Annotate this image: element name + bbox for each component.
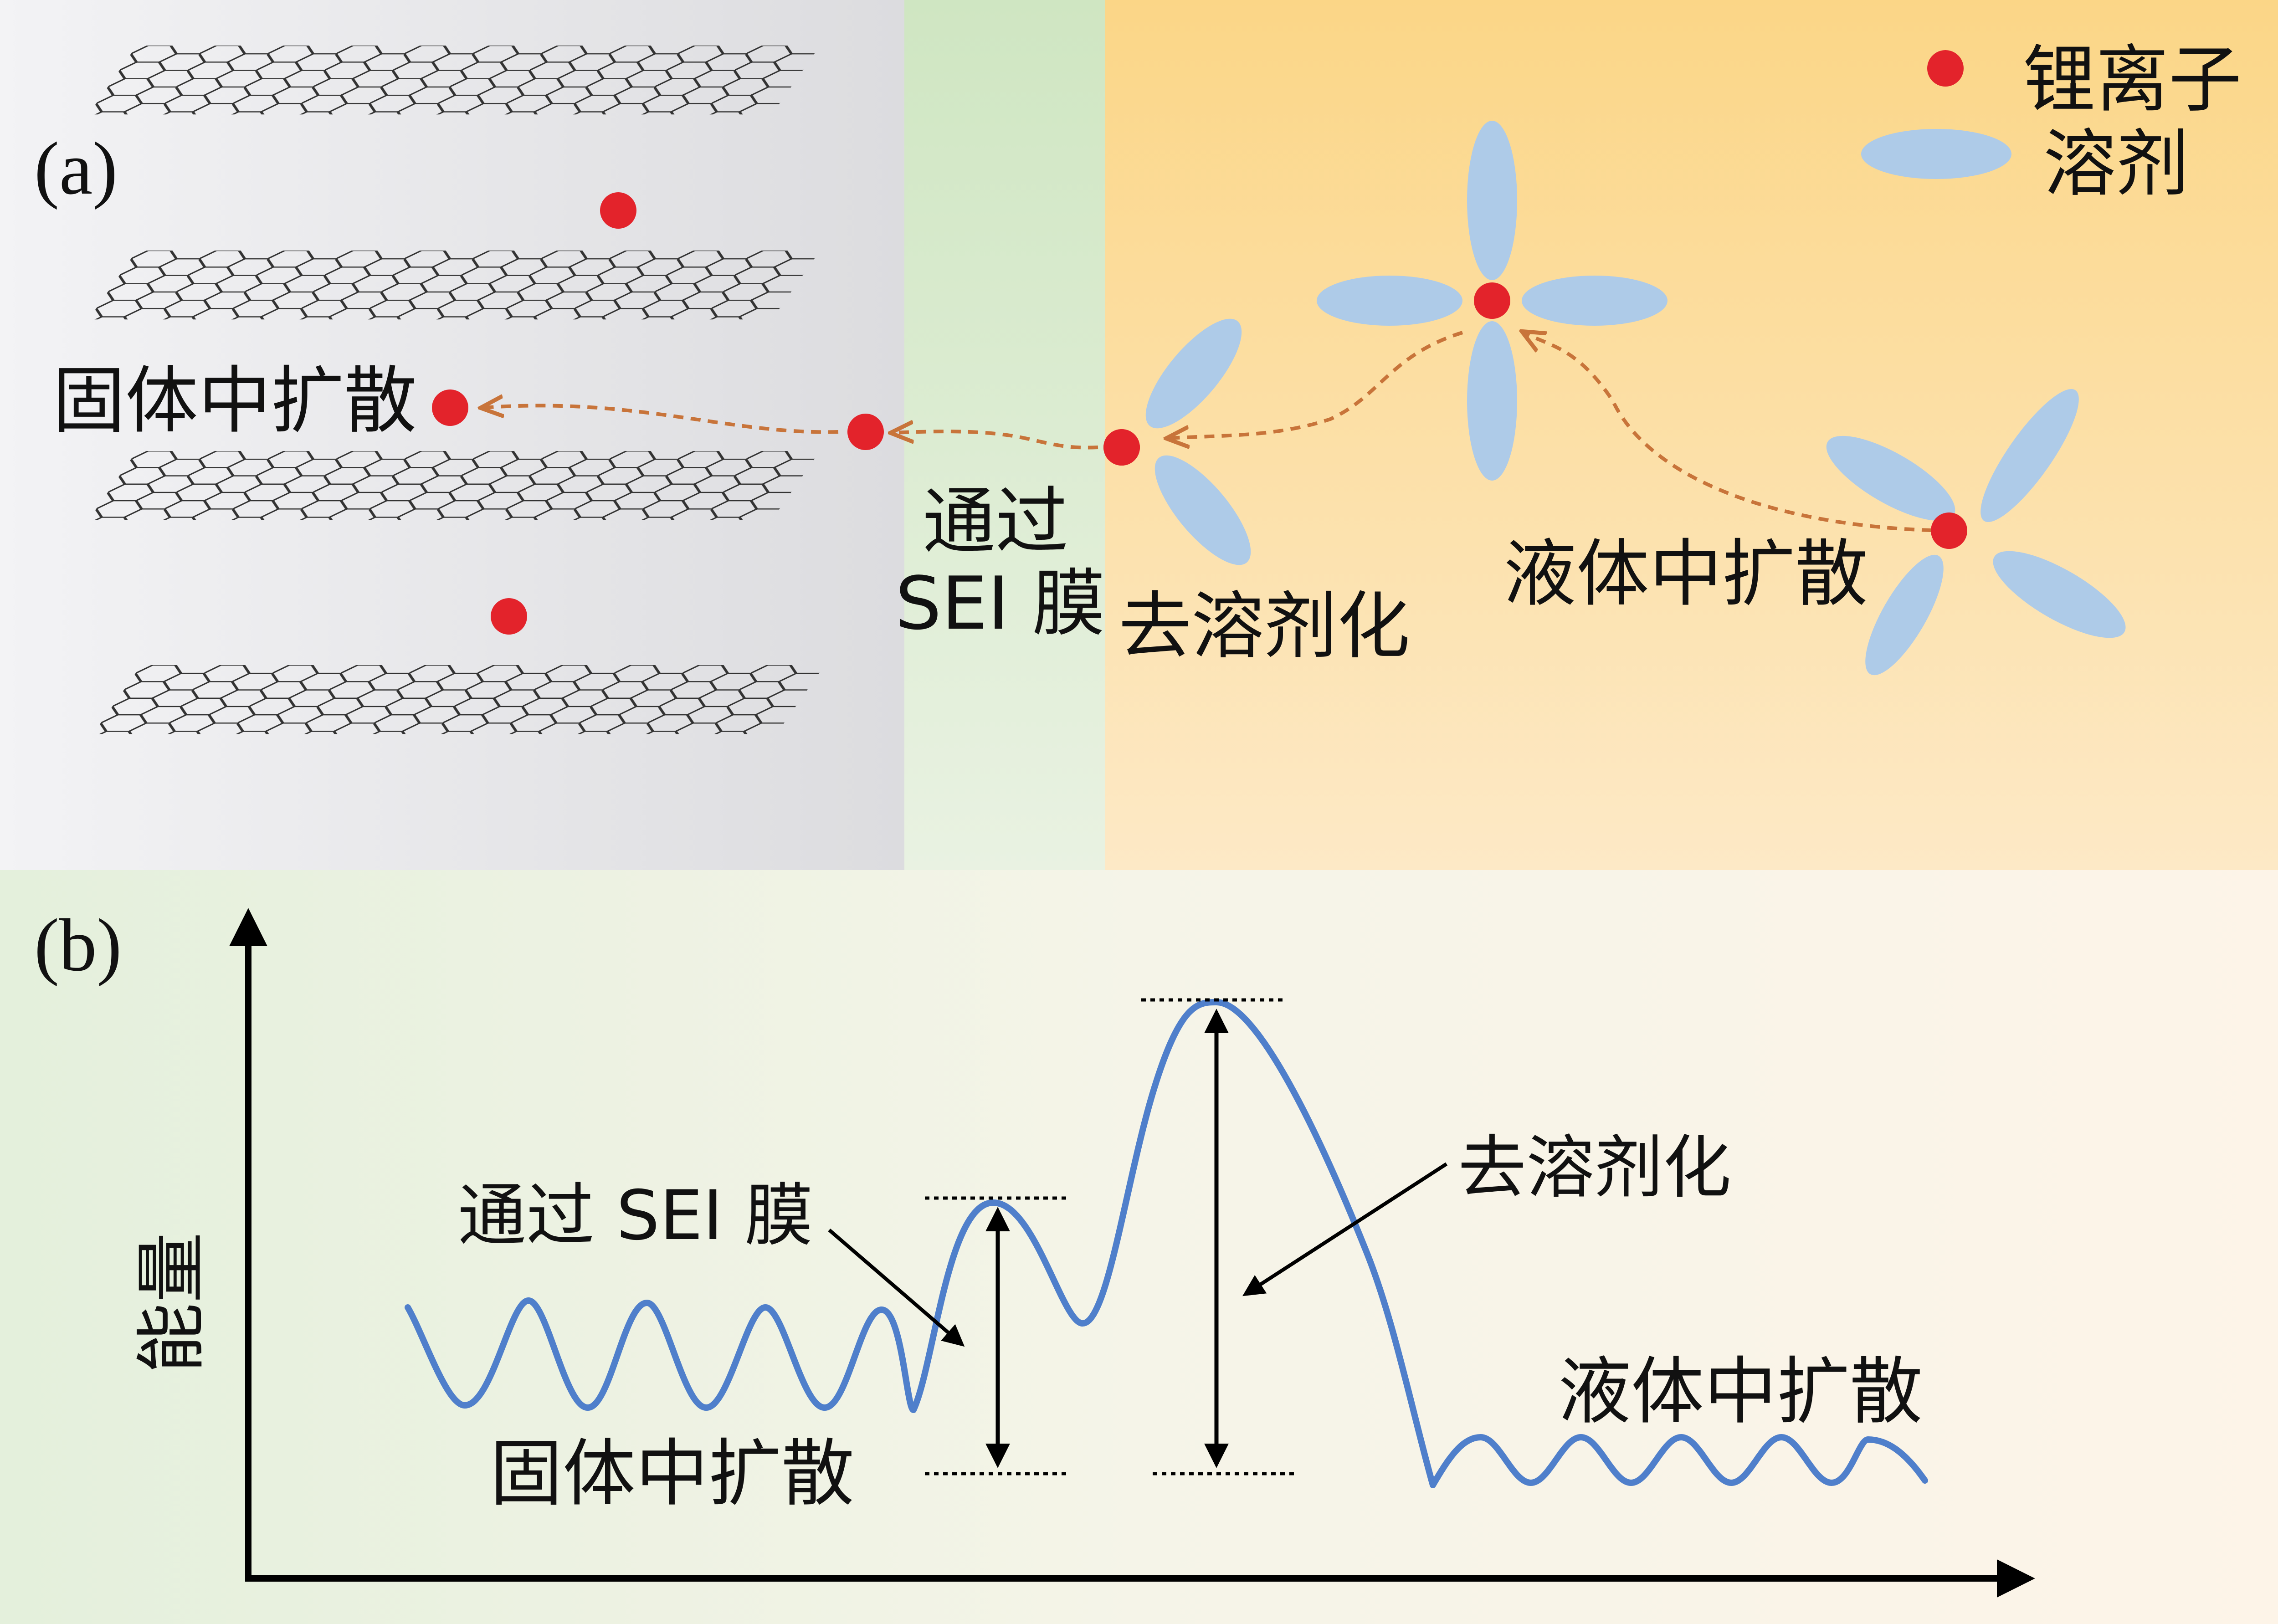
legend-solvent-icon	[1861, 129, 2011, 179]
panel-b-background	[0, 870, 2278, 1624]
legend: 锂离子 溶剂	[1861, 37, 2242, 206]
graphite-layer-2	[88, 251, 820, 320]
sei-pointer-arrow	[828, 1228, 965, 1347]
ion-path	[483, 405, 839, 434]
lithium-ion	[491, 598, 527, 635]
panel-a: (a)	[0, 0, 2278, 870]
desolvating-ion	[1103, 318, 1251, 565]
desolvation-pointer-arrow	[1242, 1162, 1448, 1296]
solvated-ion-cluster	[1317, 121, 1667, 481]
ion-path	[893, 431, 1098, 450]
solid-diffusion-annotation: 固体中扩散	[490, 1431, 854, 1516]
solvent-molecule	[1865, 554, 1944, 676]
desolvation-annotation: 去溶剂化	[1458, 1128, 1731, 1208]
legend-solvent-label: 溶剂	[2043, 121, 2189, 206]
solvent-molecule	[1317, 276, 1462, 326]
graphite-layer-1	[88, 46, 820, 115]
solvent-molecule	[1980, 389, 2079, 522]
liquid-diffusion-annotation: 液体中扩散	[1558, 1349, 1923, 1434]
panel-b: (b) 能量 通过 SEI 膜 去溶剂化 固体中扩散 液体中扩散	[0, 870, 2278, 1624]
solvated-ion-cluster	[1826, 389, 2126, 676]
sei-annotation: 通过 SEI 膜	[458, 1176, 813, 1255]
y-axis-label: 能量	[130, 1232, 213, 1373]
energy-curve	[405, 999, 1928, 1488]
legend-ion-label: 锂离子	[2023, 37, 2242, 122]
legend-ion-icon	[1927, 50, 1964, 87]
lithium-ion	[600, 192, 636, 229]
solvent-molecule	[1826, 435, 1955, 521]
solvent-molecule	[1145, 318, 1242, 429]
lithium-ion	[1931, 512, 1967, 549]
graphite-layer-3	[88, 451, 820, 520]
lithium-ion	[1103, 429, 1140, 466]
solvent-molecule	[1154, 455, 1251, 565]
ion-path	[1169, 331, 1463, 438]
ion-path	[1524, 333, 1950, 533]
liquid-region	[1105, 0, 2278, 870]
sei-label-line1: 通过	[923, 479, 1068, 564]
liquid-diffusion-label: 液体中扩散	[1503, 531, 1868, 616]
solvent-molecule	[1522, 276, 1667, 326]
solvent-molecule	[1993, 551, 2126, 638]
lithium-ion	[847, 414, 884, 450]
desolvation-label: 去溶剂化	[1118, 584, 1410, 669]
solid-diffusion-label: 固体中扩散	[52, 358, 417, 443]
graphite-layer-4	[93, 665, 825, 734]
lithium-ion	[1474, 282, 1510, 319]
panel-b-label: (b)	[34, 903, 122, 987]
sei-label-line2: SEI 膜	[895, 561, 1105, 646]
panel-a-label: (a)	[34, 127, 118, 210]
solvent-molecule	[1467, 121, 1517, 280]
lithium-ion	[432, 389, 468, 426]
solvent-molecule	[1467, 321, 1517, 481]
